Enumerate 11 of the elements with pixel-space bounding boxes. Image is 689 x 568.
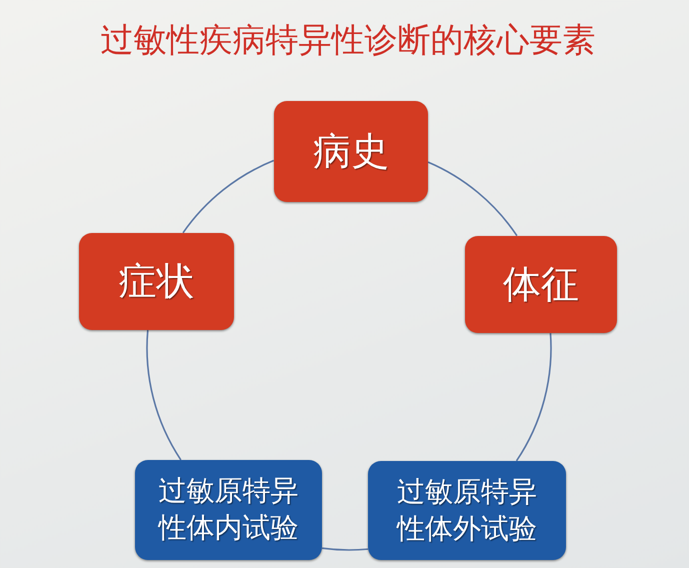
- connector-arc: [516, 333, 552, 462]
- connector-arc: [428, 161, 518, 236]
- concept-box: 症状: [79, 233, 234, 330]
- connector-arc: [146, 330, 182, 460]
- connector-arc: [182, 160, 274, 234]
- concept-box: 体征: [465, 236, 617, 333]
- concept-box: 过敏原特异性体外试验: [368, 461, 566, 560]
- concept-box: 过敏原特异性体内试验: [135, 460, 322, 560]
- concept-box: 病史: [274, 101, 428, 202]
- title: 过敏性疾病特异性诊断的核心要素: [100, 20, 596, 60]
- connector-arc: [322, 547, 368, 551]
